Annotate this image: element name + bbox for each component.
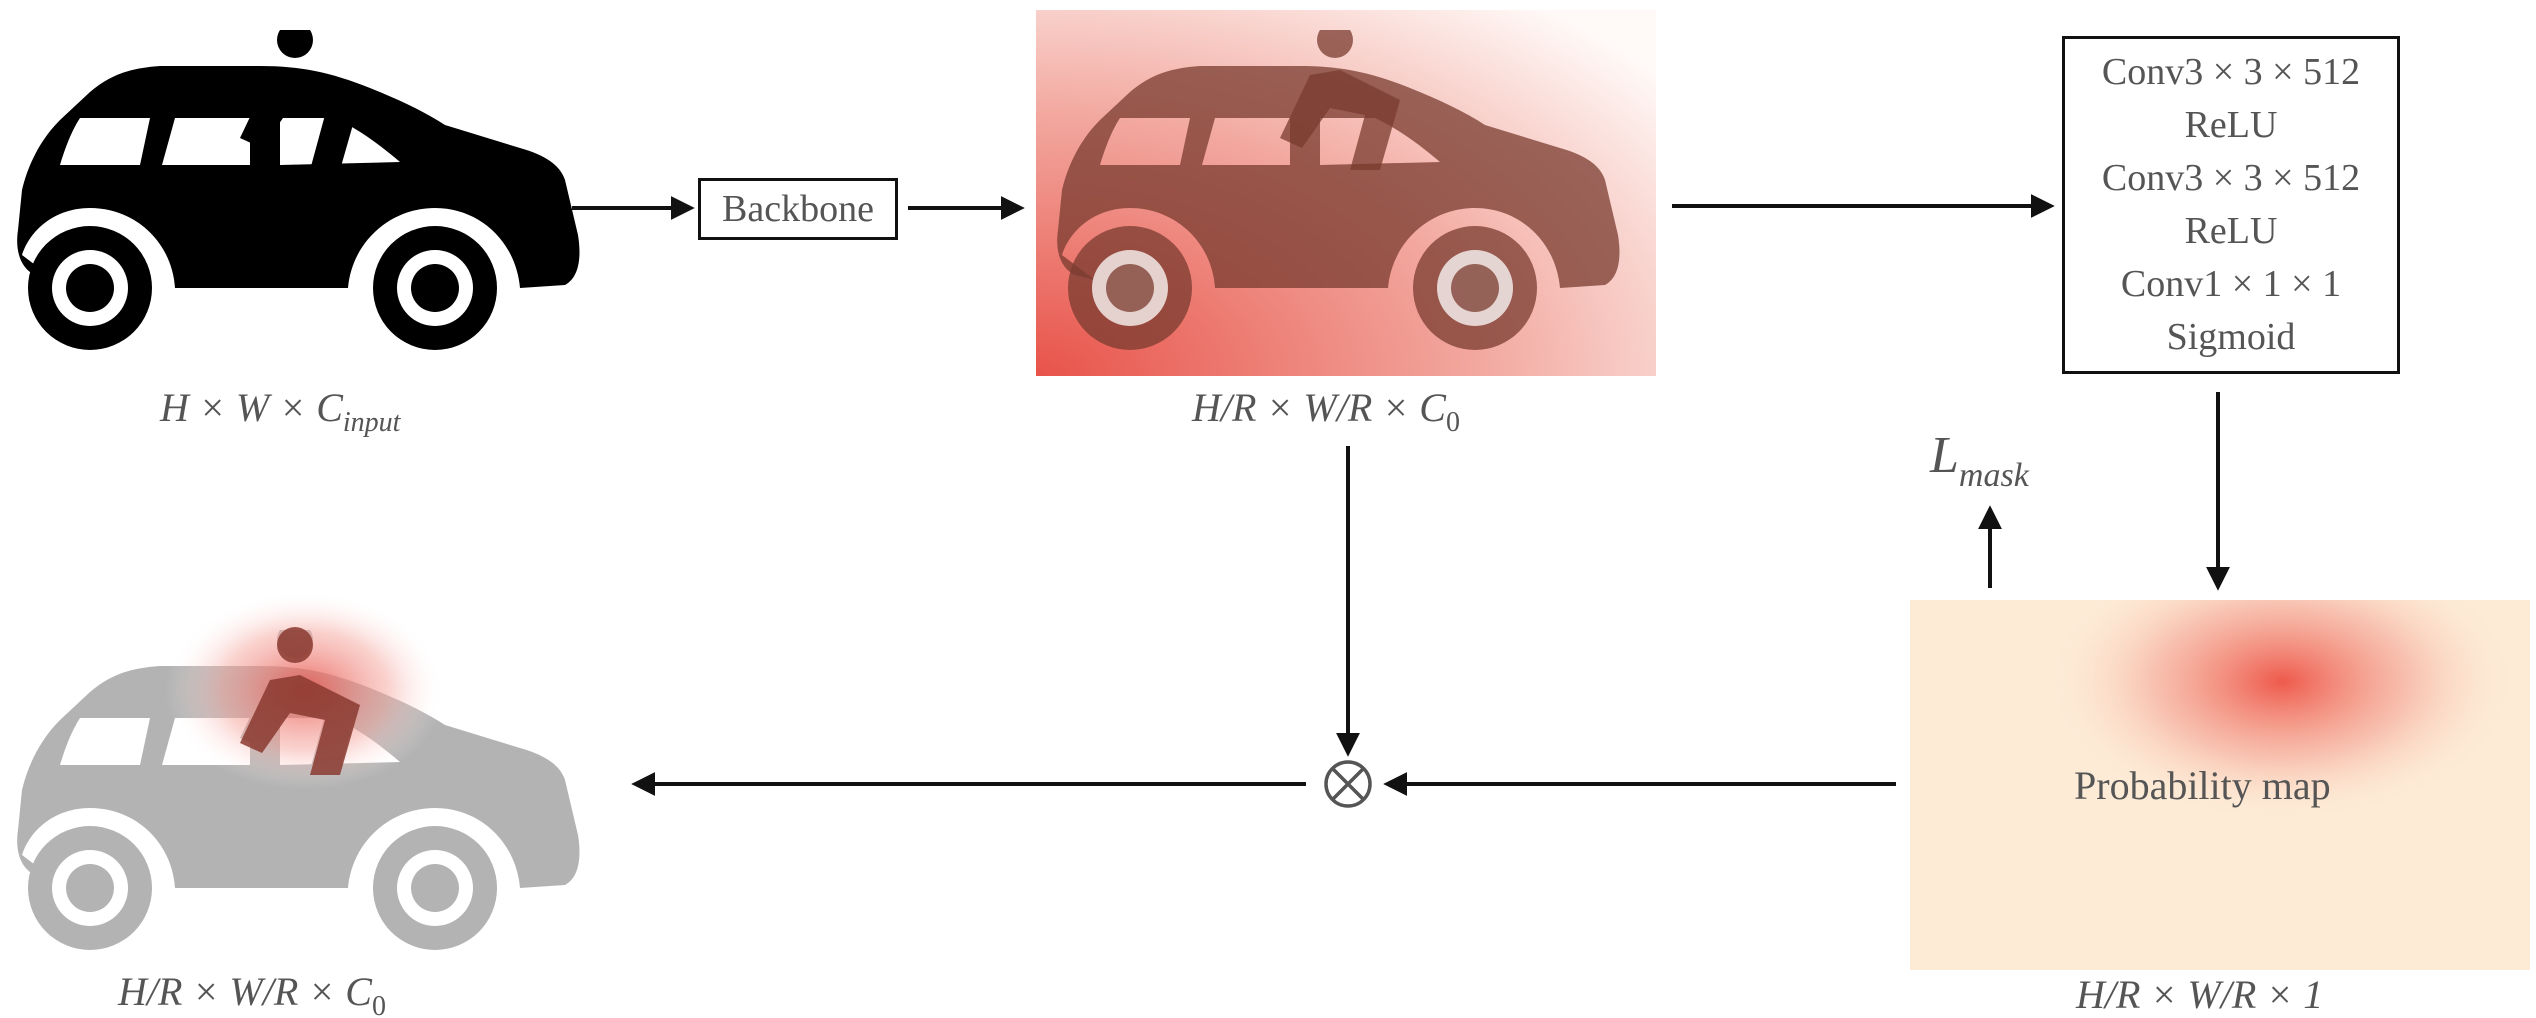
loss-label: Lmask: [1930, 427, 2029, 493]
output-caption: H/R × W/R × C0: [118, 969, 386, 1018]
conv-head-line-1: Conv3 × 3 × 512: [2101, 51, 2361, 93]
feature-caption-base: H/R × W/R × C: [1192, 385, 1446, 430]
output-person-highlight: [240, 627, 360, 775]
backbone-box: Backbone: [698, 178, 898, 240]
input-car-image: [17, 30, 580, 350]
conv-head-line-6: Sigmoid: [2166, 316, 2296, 358]
probability-map-heat: [1910, 600, 2530, 970]
backbone-label: Backbone: [722, 188, 874, 230]
output-caption-base: H/R × W/R × C: [118, 969, 372, 1014]
input-caption: H × W × Cinput: [160, 385, 400, 437]
conv-head-line-5: Conv1 × 1 × 1: [2120, 263, 2342, 305]
output-caption-sub: 0: [371, 991, 386, 1018]
loss-sub: mask: [1958, 457, 2029, 494]
input-caption-base: H × W × C: [160, 385, 343, 430]
multiply-icon: [1324, 760, 1372, 808]
conv-head-line-3: Conv3 × 3 × 512: [2101, 157, 2361, 199]
probability-map-label: Probability map: [2074, 763, 2331, 808]
feature-caption-sub: 0: [1445, 407, 1460, 438]
feature-caption: H/R × W/R × C0: [1192, 385, 1460, 437]
loss-base: L: [1930, 427, 1959, 484]
conv-head-line-4: ReLU: [2184, 210, 2278, 252]
conv-head-line-2: ReLU: [2184, 104, 2278, 146]
conv-head-box: Conv3 × 3 × 512 ReLU Conv3 × 3 × 512 ReL…: [2062, 36, 2400, 374]
probmap-caption: H/R × W/R × 1: [2076, 972, 2324, 1017]
input-caption-sub: input: [342, 407, 401, 438]
